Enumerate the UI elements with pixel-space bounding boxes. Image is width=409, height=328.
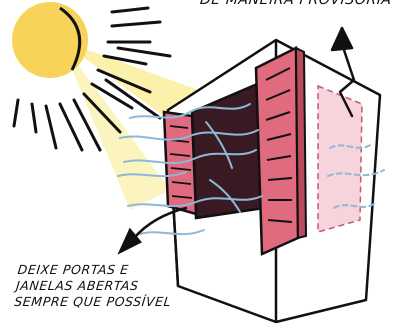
bottom-note-line-2: JANELAS ABERTAS (15, 278, 140, 293)
arrow-up-icon (330, 26, 356, 118)
top-note-text: DE MANEIRA PROVISÓRIA (199, 0, 393, 8)
arrow-down-left-icon (117, 206, 188, 255)
bottom-note-line-3: SEMPRE QUE POSSÍVEL (13, 294, 173, 309)
side-window (317, 84, 363, 233)
bottom-note-text: DEIXE PORTAS E JANELAS ABERTAS SEMPRE QU… (13, 262, 175, 310)
air-flow-icon (117, 103, 385, 236)
bottom-note-line-1: DEIXE PORTAS E (16, 262, 130, 277)
sun-rays (12, 6, 172, 152)
sun-icon (12, 2, 172, 152)
shutter-right (254, 45, 308, 256)
